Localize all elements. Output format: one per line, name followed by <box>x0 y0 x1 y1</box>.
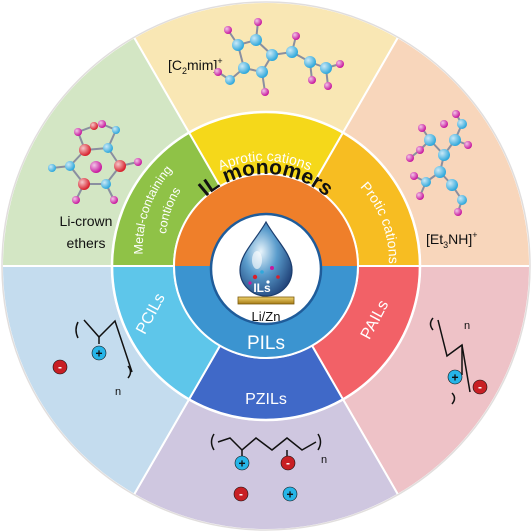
pail-cation-icon: + <box>447 369 463 385</box>
substrate-label: Li/Zn <box>252 309 281 324</box>
svg-text:+: + <box>95 347 102 361</box>
outer-ring-separator <box>110 110 422 422</box>
et3nh-label: [Et3NH]+ <box>426 230 478 250</box>
pzil-cation-2-icon: + <box>282 486 298 502</box>
svg-text:-: - <box>58 360 62 374</box>
li-crown-molecule-icon <box>48 120 142 204</box>
metal-substrate-icon <box>237 296 295 305</box>
li-crown-label: Li-crown <box>60 213 113 229</box>
svg-text:-: - <box>286 456 290 470</box>
core-outline <box>173 173 359 359</box>
pils-label: PILs <box>247 333 285 354</box>
svg-text:+: + <box>238 457 245 471</box>
middle-ring <box>110 111 422 421</box>
svg-text:+: + <box>286 488 293 502</box>
pzil-repeat-n: n <box>321 454 327 466</box>
pcil-anion-icon: - <box>52 359 68 375</box>
drop-label: ILs <box>253 281 271 295</box>
et3nh-molecule-icon <box>406 110 472 216</box>
svg-text:+: + <box>451 371 458 385</box>
pzil-anion-2-icon: - <box>233 486 249 502</box>
pail-anion-icon: - <box>472 379 488 395</box>
pzil-anion-1-icon: - <box>280 455 296 471</box>
pcil-polymer-structure <box>75 319 133 379</box>
c2mim-molecule-icon <box>214 18 344 96</box>
pcil-cation-icon: + <box>91 345 107 361</box>
droplet-icon: ILs <box>239 220 293 297</box>
pzil-cation-icon: + <box>234 455 250 471</box>
svg-text:-: - <box>239 487 243 501</box>
pzils-label: PZILs <box>245 391 287 408</box>
c2mim-label: [C2mim]+ <box>168 56 223 76</box>
pzil-polymer-structure <box>210 433 322 456</box>
pcil-repeat-n: n <box>115 386 121 398</box>
ethers-label: ethers <box>67 235 106 251</box>
pail-polymer-structure <box>429 317 471 405</box>
pail-repeat-n: n <box>464 320 470 332</box>
svg-text:-: - <box>478 380 482 394</box>
